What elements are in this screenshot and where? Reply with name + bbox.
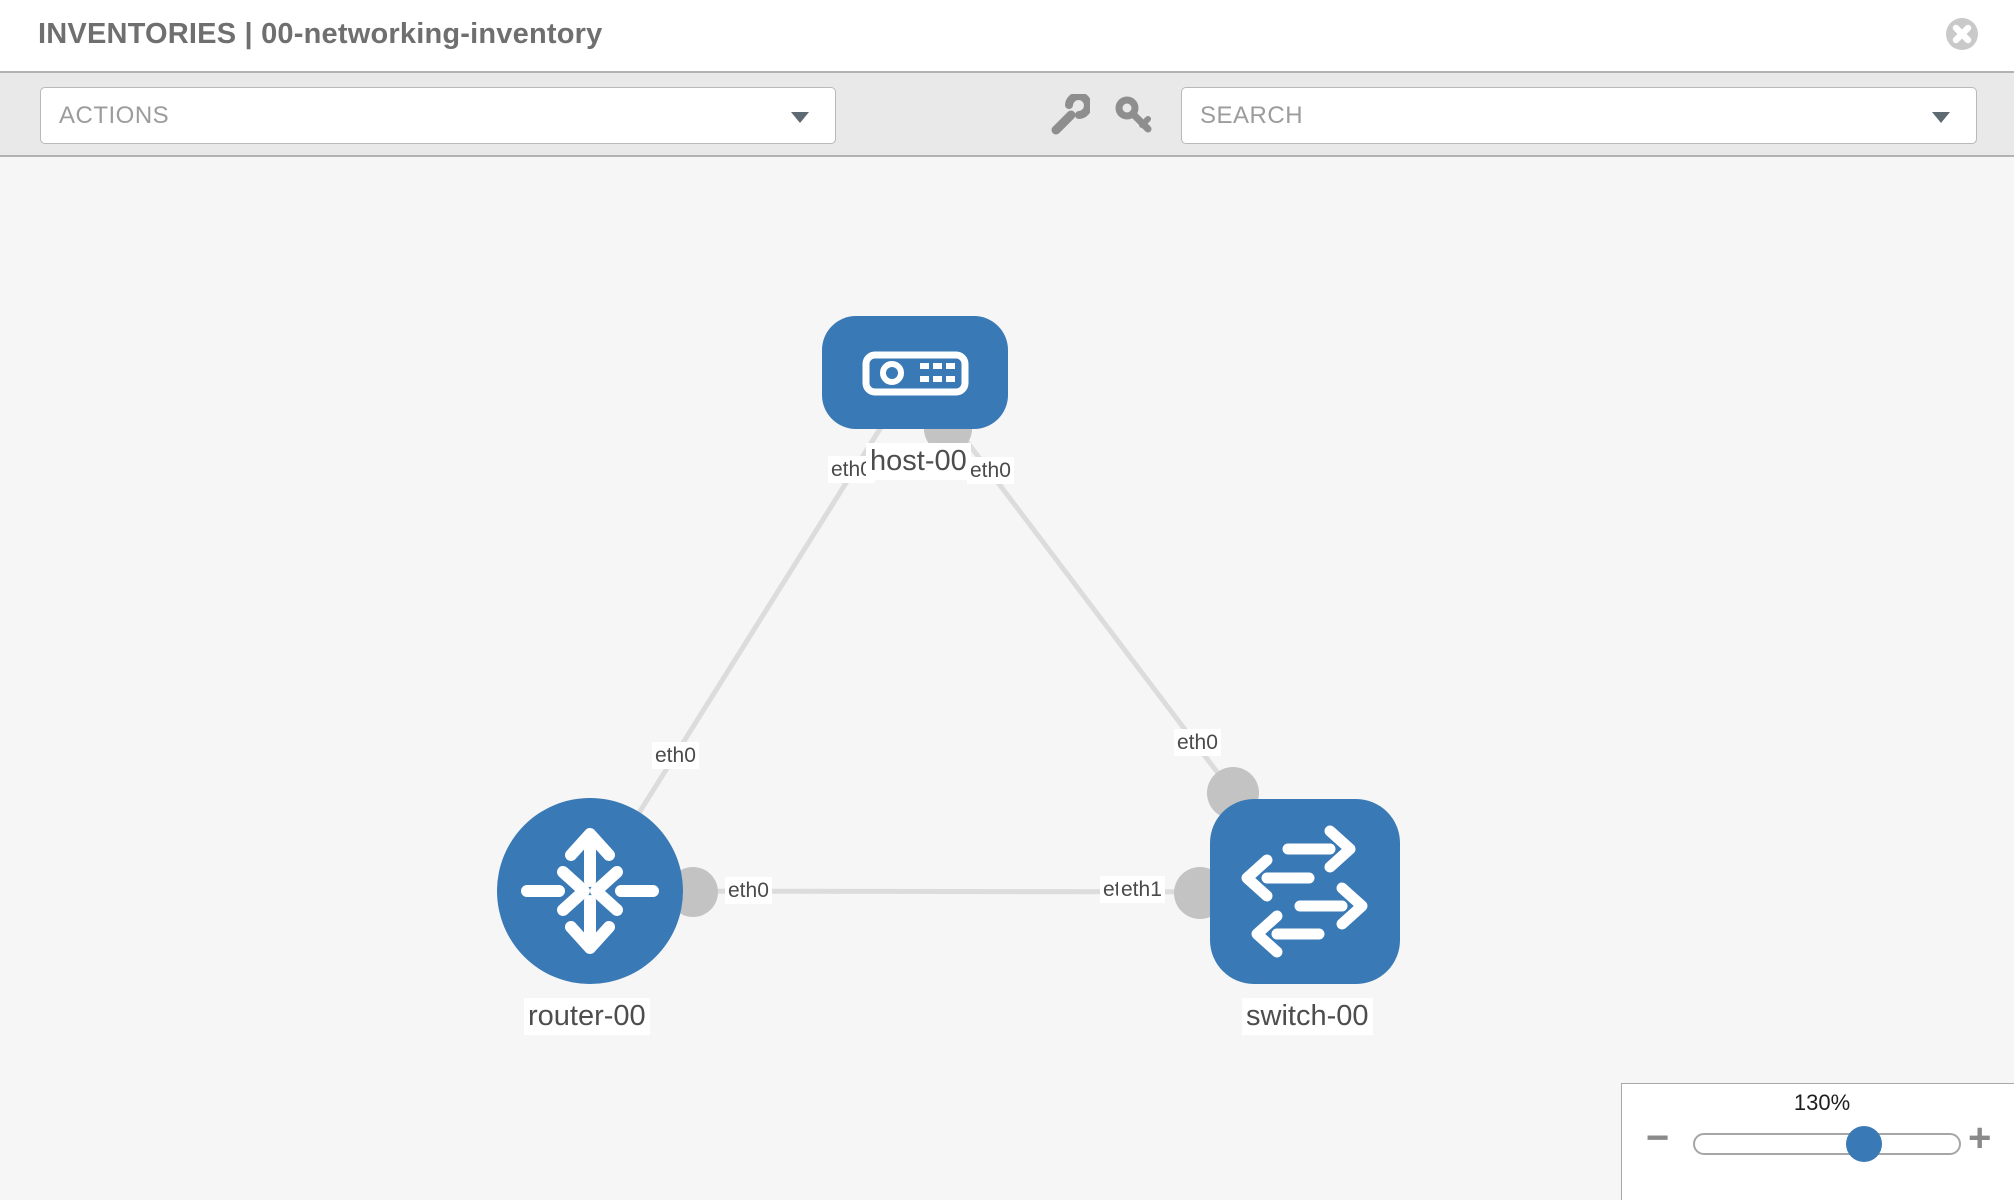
wrench-icon: [1051, 92, 1092, 135]
header: INVENTORIES | 00-networking-inventory: [0, 0, 2014, 71]
close-button[interactable]: [1945, 17, 1979, 51]
node-router-00[interactable]: [497, 798, 683, 984]
key-button[interactable]: [1112, 94, 1156, 138]
key-icon: [1115, 96, 1152, 133]
iface-label: eth0: [725, 877, 772, 904]
wrench-button[interactable]: [1046, 92, 1092, 138]
actions-dropdown-label: ACTIONS: [59, 102, 170, 129]
chevron-down-icon: [791, 112, 809, 123]
node-label-switch: switch-00: [1242, 998, 1373, 1035]
close-icon: [1946, 18, 1978, 50]
search-dropdown[interactable]: SEARCH: [1181, 87, 1977, 144]
iface-label: eth0: [652, 742, 699, 769]
zoom-level-label: 130%: [1793, 1090, 1851, 1115]
zoom-panel: 130% − +: [1621, 1083, 2014, 1200]
chevron-down-icon: [1932, 112, 1950, 123]
topology-canvas: eth0 eth0 eth0 eth0 eth0 eth0 eth1 host-…: [0, 157, 2014, 1200]
zoom-out-button[interactable]: −: [1646, 1116, 1670, 1160]
zoom-slider-knob[interactable]: [1846, 1126, 1882, 1162]
node-switch-00[interactable]: [1210, 799, 1400, 984]
iface-label: eth0: [1174, 729, 1221, 756]
node-label-host: host-00: [866, 443, 971, 480]
topology-svg: [497, 316, 1400, 984]
host-icon: [862, 351, 969, 396]
router-icon: [521, 828, 659, 954]
node-host-00[interactable]: [822, 316, 1008, 429]
iface-label: eth1: [1118, 876, 1165, 903]
zoom-in-button[interactable]: +: [1968, 1116, 1992, 1160]
search-placeholder: SEARCH: [1200, 102, 1304, 129]
page-title: INVENTORIES | 00-networking-inventory: [38, 18, 603, 50]
node-label-router: router-00: [524, 998, 650, 1035]
zoom-slider-track[interactable]: [1693, 1133, 1961, 1155]
toolbar: ACTIONS SEARCH: [0, 71, 2014, 157]
switch-icon: [1241, 825, 1368, 958]
iface-label: eth0: [967, 457, 1014, 484]
actions-dropdown[interactable]: ACTIONS: [40, 87, 836, 144]
